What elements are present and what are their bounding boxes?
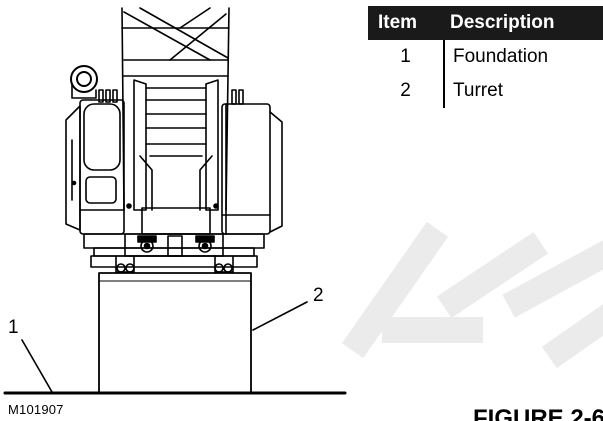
right-lifting-lugs bbox=[231, 89, 244, 105]
legend-item-number: 1 bbox=[400, 46, 411, 67]
leader-line-1 bbox=[21, 339, 53, 393]
legend-row: 2 Turret bbox=[368, 74, 603, 108]
legend-item-number: 2 bbox=[400, 80, 411, 101]
lattice-mast bbox=[121, 7, 230, 235]
legend-table: Item Description 1 Foundation 2 Turret bbox=[368, 6, 603, 108]
base-foot-right bbox=[214, 255, 234, 273]
callout-foundation: 1 bbox=[8, 317, 19, 338]
legend-item-description: Turret bbox=[443, 74, 603, 108]
legend-header-item: Item bbox=[368, 6, 444, 40]
base-foot-left bbox=[115, 255, 135, 273]
left-lifting-lugs bbox=[98, 89, 118, 103]
callout-turret: 2 bbox=[313, 285, 324, 306]
legend-row: 1 Foundation bbox=[368, 40, 603, 74]
legend-item-description: Foundation bbox=[443, 40, 603, 74]
turret-left-housing bbox=[65, 99, 125, 235]
leader-line-2 bbox=[252, 301, 308, 331]
turret-right-housing bbox=[221, 103, 283, 235]
legend-header-description: Description bbox=[444, 6, 603, 40]
foundation-block bbox=[98, 272, 252, 394]
legend-header-row: Item Description bbox=[368, 6, 603, 40]
figure-caption: FIGURE 2-6 bbox=[473, 405, 603, 421]
turret-center-pins bbox=[137, 235, 215, 257]
drawing-id: M101907 bbox=[8, 402, 64, 417]
winch-drum bbox=[70, 65, 98, 99]
